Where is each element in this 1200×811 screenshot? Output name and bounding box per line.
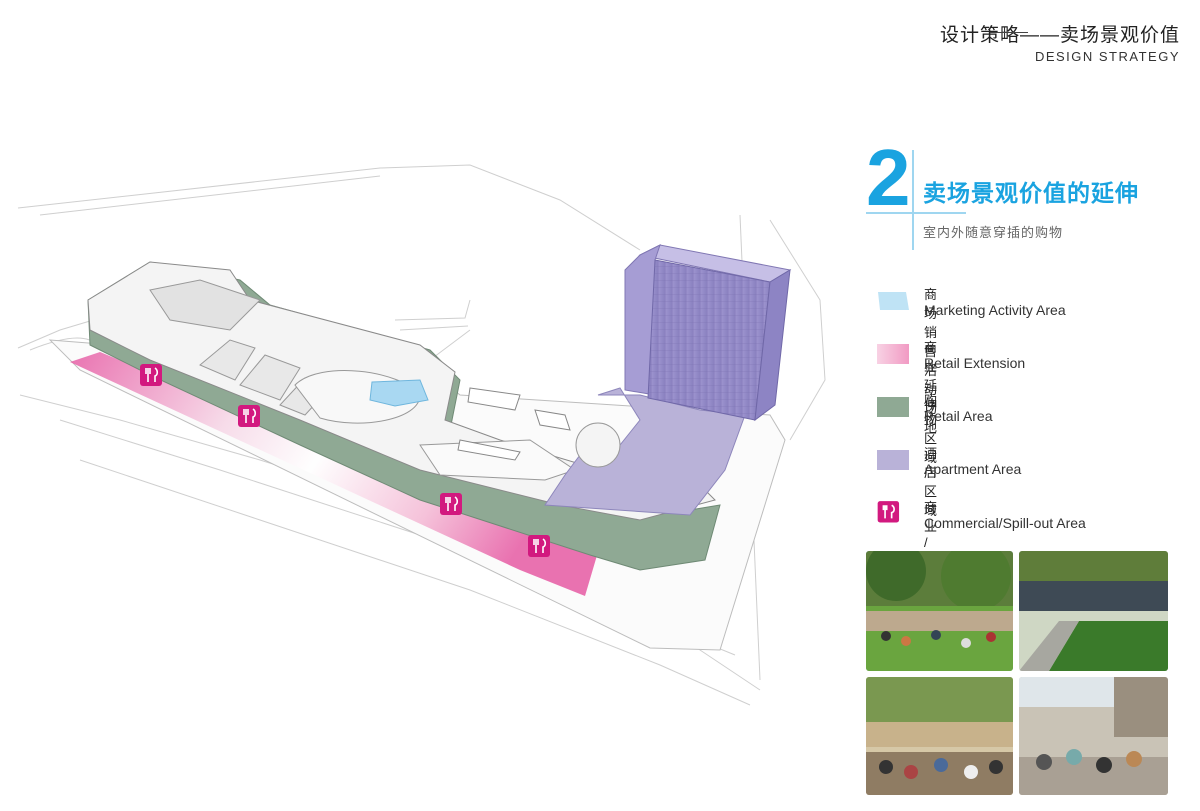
section-subtitle: 室内外随意穿插的购物 bbox=[923, 225, 1064, 240]
section-title: 卖场景观价值的延伸 bbox=[923, 180, 1139, 206]
legend-label-cn: 酒店区域 bbox=[924, 446, 938, 518]
marketing-area-swatch bbox=[878, 292, 909, 310]
reference-photo-park-lawn bbox=[866, 551, 1013, 671]
reference-photo-cafe-street bbox=[1019, 677, 1168, 795]
apartment-podium bbox=[544, 387, 746, 516]
reference-photo-plaza-seating bbox=[866, 677, 1013, 795]
legend-label-en: Retail Extension bbox=[924, 355, 1026, 371]
fork-knife-icon bbox=[238, 405, 260, 427]
marketing-activity-area bbox=[369, 379, 429, 407]
retail-extension-strip bbox=[70, 352, 598, 596]
section-divider-horizontal bbox=[866, 212, 966, 214]
legend-label-cn: 商场销售活动场地 bbox=[924, 287, 938, 435]
legend-label-en: Commercial/Spill-out Area bbox=[924, 515, 1086, 531]
retail-extension-swatch bbox=[877, 344, 909, 364]
apartment-tower bbox=[624, 244, 792, 422]
page-header: 设计策略——卖场景观价值 DESIGN STRATEGY bbox=[940, 20, 1180, 64]
header-subtitle: DESIGN STRATEGY bbox=[1034, 49, 1180, 64]
fork-knife-icon bbox=[877, 501, 900, 523]
round-courtyard bbox=[575, 422, 621, 468]
legend-label-cn: 购物区域 bbox=[924, 393, 938, 465]
apartment-area-swatch bbox=[877, 450, 909, 470]
legend-label-en: Apartment Area bbox=[924, 461, 1022, 477]
header-title: 设计策略——卖场景观价值 bbox=[939, 25, 1180, 46]
fork-knife-icon bbox=[440, 493, 462, 515]
reference-photo-street-hedge bbox=[1019, 551, 1168, 671]
legend-label-en: Marketing Activity Area bbox=[924, 302, 1066, 318]
legend-label-cn: 商业延伸 bbox=[924, 340, 938, 412]
section-divider-vertical bbox=[912, 150, 914, 250]
site-axonometric-diagram bbox=[17, 164, 826, 706]
retail-area-swatch bbox=[877, 397, 909, 417]
legend-label-en: Retail Area bbox=[924, 408, 993, 424]
fork-knife-icon bbox=[140, 364, 162, 386]
section-number: 2 bbox=[866, 133, 911, 222]
header-rule bbox=[990, 32, 1028, 33]
fork-knife-icon bbox=[528, 535, 550, 557]
spillout-markers bbox=[140, 364, 550, 557]
